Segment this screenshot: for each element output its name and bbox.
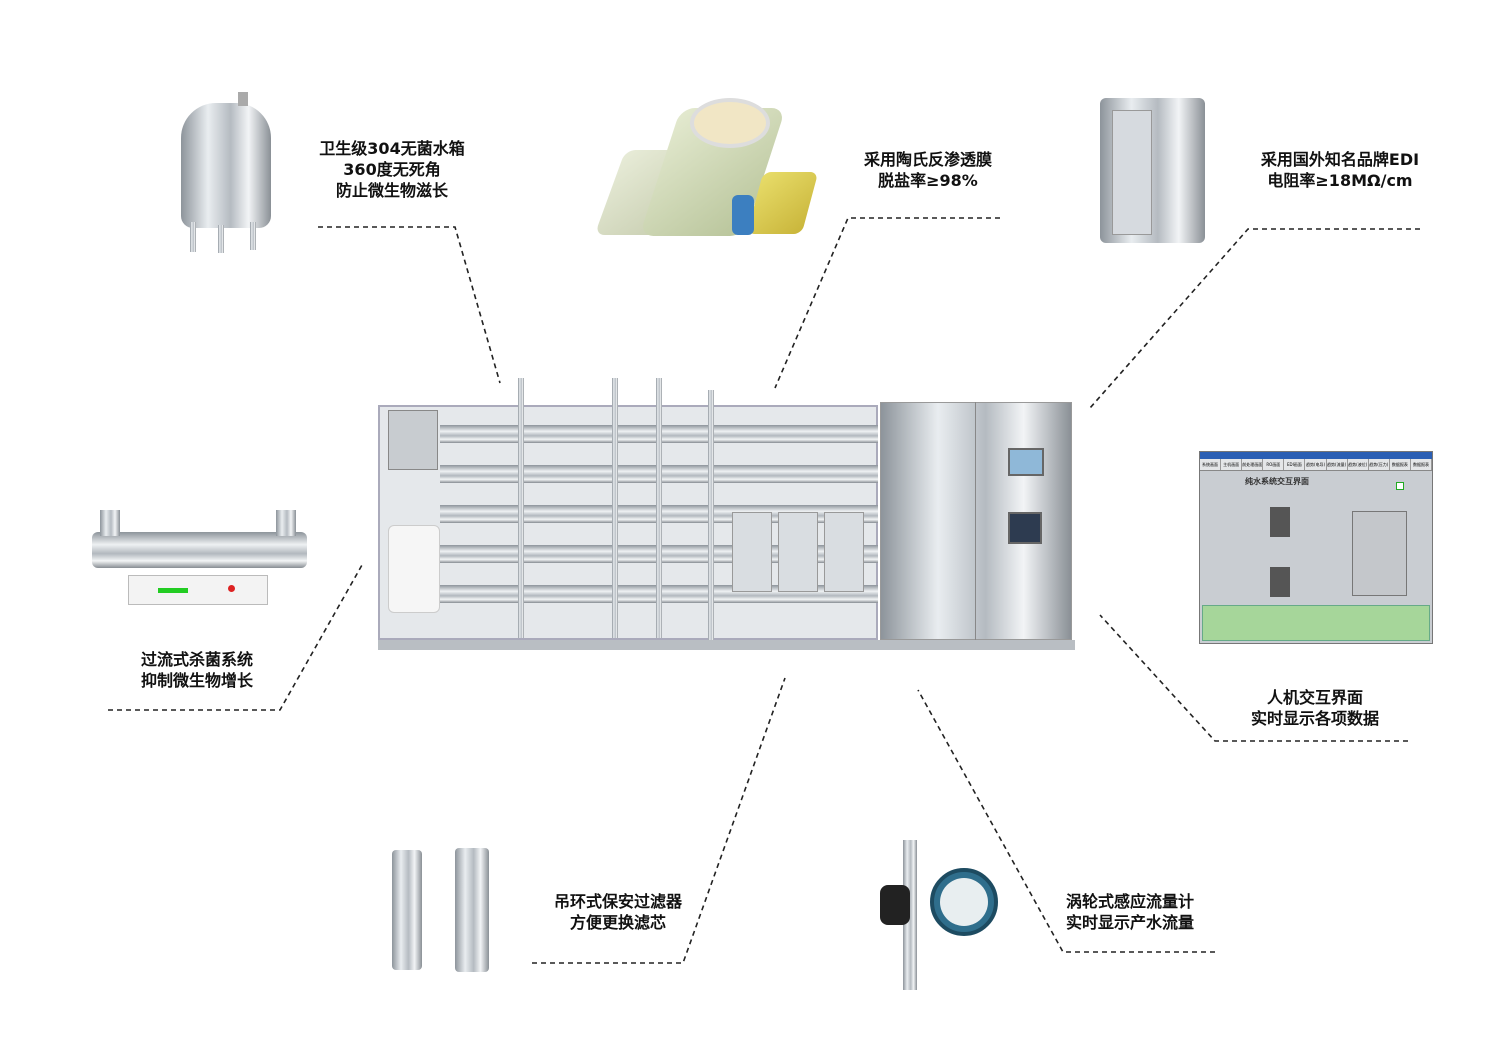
hmi-tab: 数据报表 (1390, 459, 1411, 470)
hmi-tab: EDI画面 (1284, 459, 1306, 470)
caption-line: 人机交互界面 (1266, 688, 1364, 707)
hmi-tab: 趋势(流量) (1327, 459, 1348, 470)
caption-line: 脱盐率≥98% (878, 171, 978, 190)
hmi-tab: 系统画面 (1200, 459, 1222, 470)
leader-tank (318, 226, 501, 384)
caption-line: 过流式杀菌系统 (140, 650, 254, 669)
flowmeter-caption: 涡轮式感应流量计 实时显示产水流量 (1066, 891, 1194, 933)
leader-hmi (1099, 614, 1408, 742)
leader-ro (774, 217, 1000, 389)
hmi-tab: RO画面 (1263, 459, 1285, 470)
hmi-tab: 趋势(电导) (1305, 459, 1327, 470)
tank-caption: 卫生级304无菌水箱 360度无死角 防止微生物滋长 (319, 138, 464, 201)
edi-caption: 采用国外知名品牌EDI 电阻率≥18MΩ/cm (1261, 149, 1419, 191)
caption-line: 采用国外知名品牌EDI (1260, 150, 1420, 169)
hmi-screen-image: 系统画面 主机画面 前处理画面 RO画面 EDI画面 趋势(电导) 趋势(流量)… (1199, 451, 1433, 644)
caption-line: 卫生级304无菌水箱 (319, 139, 465, 158)
caption-line: 吊环式保安过滤器 (553, 892, 683, 911)
caption-line: 360度无死角 (343, 160, 441, 179)
caption-line: 方便更换滤芯 (569, 913, 667, 932)
caption-line: 涡轮式感应流量计 (1065, 892, 1195, 911)
hmi-tab: 前处理画面 (1242, 459, 1264, 470)
hmi-tab: 数据报表 (1411, 459, 1432, 470)
uv-caption: 过流式杀菌系统 抑制微生物增长 (141, 649, 253, 691)
leader-filter (532, 677, 786, 964)
ro-caption: 采用陶氏反渗透膜 脱盐率≥98% (864, 149, 992, 191)
hmi-tab: 主机画面 (1221, 459, 1243, 470)
caption-line: 实时显示各项数据 (1250, 709, 1380, 728)
hmi-tabs: 系统画面 主机画面 前处理画面 RO画面 EDI画面 趋势(电导) 趋势(流量)… (1200, 459, 1432, 471)
hmi-tab: 趋势(液位) (1348, 459, 1369, 470)
leader-flowmeter (917, 689, 1215, 953)
caption-line: 电阻率≥18MΩ/cm (1267, 171, 1413, 190)
leader-edi (1089, 228, 1420, 409)
hmi-tab: 趋势(压力) (1369, 459, 1390, 470)
hmi-caption: 人机交互界面 实时显示各项数据 (1251, 687, 1379, 729)
caption-line: 采用陶氏反渗透膜 (863, 150, 993, 169)
caption-line: 防止微生物滋长 (335, 181, 448, 200)
caption-line: 实时显示产水流量 (1065, 913, 1195, 932)
caption-line: 抑制微生物增长 (140, 671, 254, 690)
filter-caption: 吊环式保安过滤器 方便更换滤芯 (554, 891, 682, 933)
hmi-title: 纯水系统交互界面 (1245, 477, 1309, 486)
leader-uv (108, 564, 363, 711)
